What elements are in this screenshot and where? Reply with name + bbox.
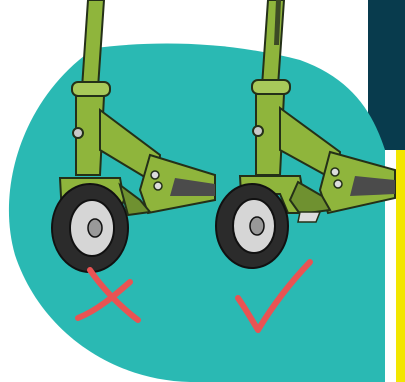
collar-left	[72, 82, 110, 96]
bolt-right	[253, 126, 263, 136]
collar-right	[252, 80, 290, 94]
hinge-bolt-left-2	[154, 182, 162, 190]
axle-left	[88, 219, 102, 237]
axle-right	[250, 217, 264, 235]
dark-panel-top	[368, 0, 405, 8]
hinge-bolt-left-1	[151, 171, 159, 179]
hinge-bolt-right-2	[334, 180, 342, 188]
hinge-bolt-right-1	[331, 168, 339, 176]
brake-pad-right	[298, 212, 320, 222]
bolt-left	[73, 128, 83, 138]
